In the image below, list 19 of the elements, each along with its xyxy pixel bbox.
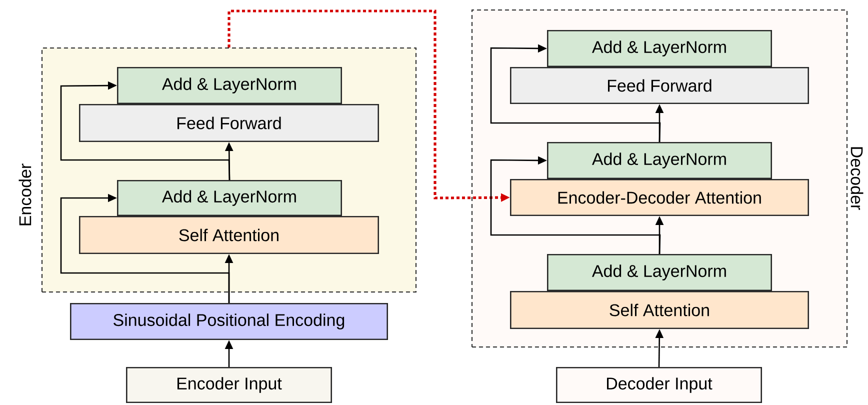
layer-box: Decoder Input bbox=[556, 367, 762, 403]
layer-box: Self Attention bbox=[79, 216, 379, 254]
arrow bbox=[60, 81, 230, 180]
layer-box: Add & LayerNorm bbox=[117, 180, 342, 216]
layer-box: Sinusoidal Positional Encoding bbox=[70, 303, 388, 340]
layer-box: Add & LayerNorm bbox=[117, 67, 342, 104]
layer-box: Feed Forward bbox=[510, 67, 809, 104]
layer-box: Add & LayerNorm bbox=[547, 254, 772, 291]
arrow bbox=[490, 156, 661, 254]
arrow bbox=[490, 44, 661, 142]
layer-box: Add & LayerNorm bbox=[547, 30, 772, 67]
layer-box: Add & LayerNorm bbox=[547, 142, 772, 179]
layer-box: Self Attention bbox=[510, 291, 809, 329]
layer-box: Feed Forward bbox=[79, 104, 379, 142]
layer-box: Encoder Input bbox=[126, 367, 332, 403]
block-label: Decoder bbox=[850, 147, 864, 210]
arrow bbox=[60, 194, 230, 303]
layer-box: Encoder-Decoder Attention bbox=[510, 179, 809, 216]
block-label: Encoder bbox=[18, 164, 32, 226]
